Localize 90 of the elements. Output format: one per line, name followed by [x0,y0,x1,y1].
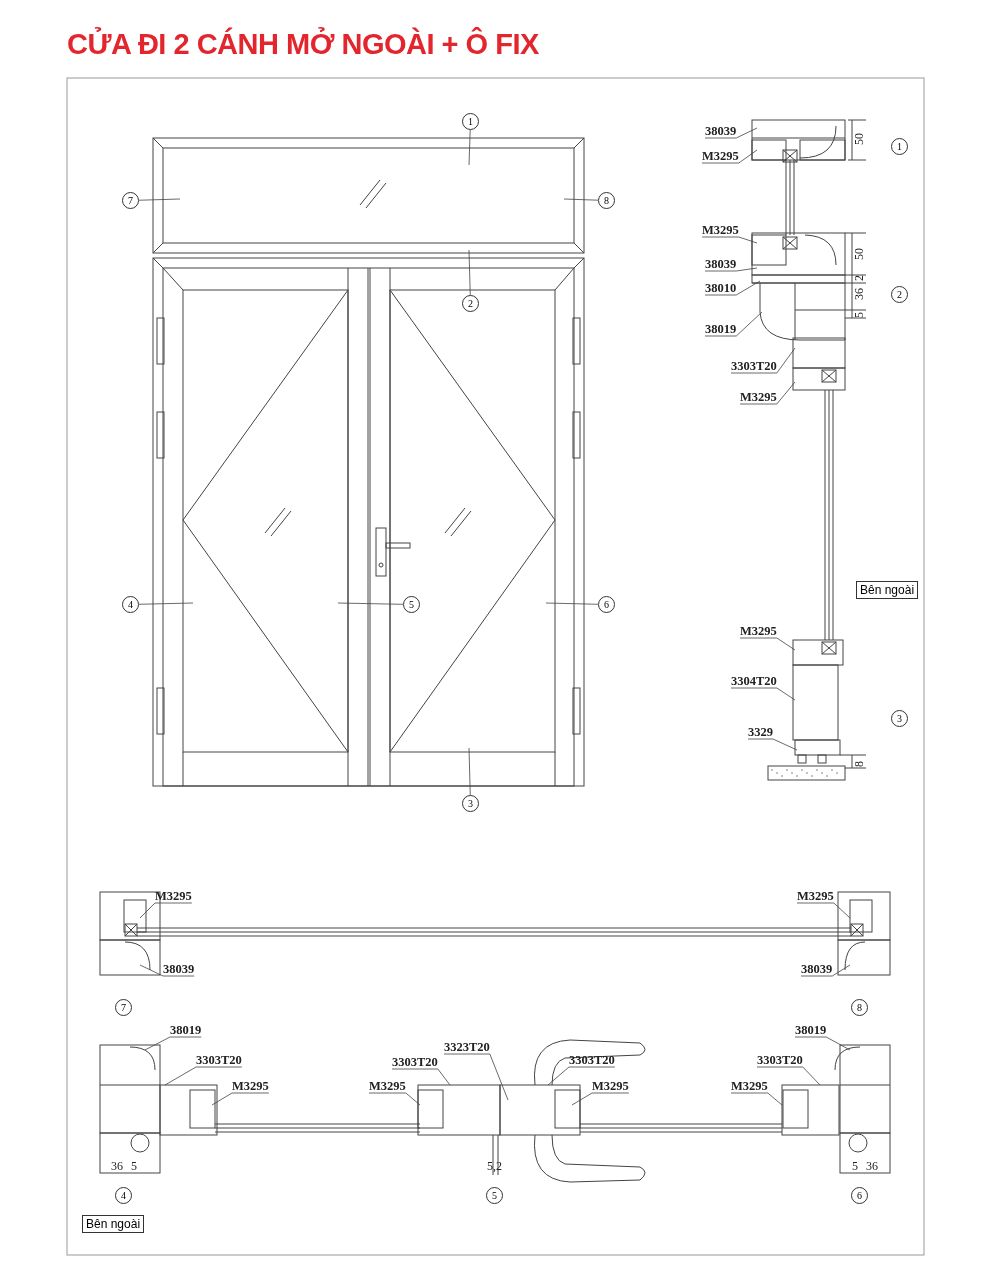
leader-line [563,198,599,201]
part-code-label: M3295 [740,624,777,638]
title: CỬA ĐI 2 CÁNH MỞ NGOÀI + Ô FIX [67,28,539,61]
dimension-label: 36 [866,1160,878,1172]
leader-line [747,738,798,751]
leader-line [144,1036,202,1051]
dimension-label: 50 [853,133,865,145]
callout-number: 6 [851,1187,868,1204]
callout-number: 6 [598,596,615,613]
part-code-label: 38019 [795,1023,827,1037]
leader-line [337,602,404,605]
leader-line [443,1053,509,1101]
leader-line [164,1066,243,1086]
callout-number: 3 [462,795,479,812]
part-code-label: M3295 [740,390,777,404]
dimension-label: 5,2 [487,1160,502,1172]
leader-line [571,1092,630,1106]
leader-line [701,149,758,164]
dimension-label: 36 [111,1160,123,1172]
part-code-label: 38039 [705,257,737,271]
part-code-label: 3303T20 [392,1055,438,1069]
part-code-label: 3329 [748,725,773,739]
leader-line [704,127,758,139]
leader-line [739,381,796,405]
part-code-label: 38010 [705,281,737,295]
callout-number: 3 [891,710,908,727]
note-box: Bên ngoài [856,581,919,599]
leader-line [704,267,758,272]
leader-line [468,249,471,296]
callout-number: 4 [122,596,139,613]
part-code-label: M3295 [731,1079,768,1093]
dimension-label: 50 [853,248,865,260]
leader-line [800,964,851,977]
part-code-label: 38039 [705,124,737,138]
part-code-label: M3295 [702,149,739,163]
part-code-label: M3295 [592,1079,629,1093]
leader-line [701,236,758,244]
leader-line [730,347,796,374]
callout-number: 1 [462,113,479,130]
part-code-label: 3303T20 [731,359,777,373]
part-code-label: 3323T20 [444,1040,490,1054]
leader-line [796,902,851,919]
leader-line [704,280,761,296]
leader-line [545,602,599,605]
part-code-label: 3303T20 [757,1053,803,1067]
part-code-label: M3295 [155,889,192,903]
leader-line [138,602,194,605]
callout-number: 2 [891,286,908,303]
leader-line [704,311,763,337]
callout-number: 4 [115,1187,132,1204]
leader-line [730,687,796,701]
callout-number: 5 [403,596,420,613]
callout-number: 2 [462,295,479,312]
part-code-label: 3303T20 [569,1053,615,1067]
part-code-label: M3295 [369,1079,406,1093]
callout-number: 7 [122,192,139,209]
dimension-label: 5 [852,1160,858,1172]
part-code-label: M3295 [232,1079,269,1093]
part-code-label: M3295 [702,223,739,237]
note-box: Bên ngoài [82,1215,145,1233]
leader-line [547,1066,616,1086]
leader-line [368,1092,421,1106]
leader-line [468,129,471,166]
callout-number: 8 [851,999,868,1016]
leader-line [139,902,193,919]
part-code-label: 3304T20 [731,674,777,688]
dimension-label: 2 [853,275,865,281]
leader-line [730,1092,783,1106]
leader-line [468,747,471,796]
leader-line [211,1092,270,1106]
leader-line [391,1068,451,1086]
part-code-label: 3303T20 [196,1053,242,1067]
leader-line [756,1066,821,1086]
part-code-label: 38019 [170,1023,202,1037]
dimension-label: 8 [853,761,865,767]
leader-line [139,964,195,977]
part-code-label: 38039 [801,962,833,976]
part-code-label: M3295 [797,889,834,903]
leader-line [739,637,796,651]
part-code-label: 38039 [163,962,195,976]
leader-line [138,198,181,201]
dimension-label: 36 [853,288,865,300]
part-code-label: 38019 [705,322,737,336]
callout-number: 5 [486,1187,503,1204]
callout-number: 1 [891,138,908,155]
dimension-label: 5 [853,312,865,318]
callout-number: 8 [598,192,615,209]
dimension-label: 5 [131,1160,137,1172]
callout-number: 7 [115,999,132,1016]
leader-line [794,1036,851,1051]
